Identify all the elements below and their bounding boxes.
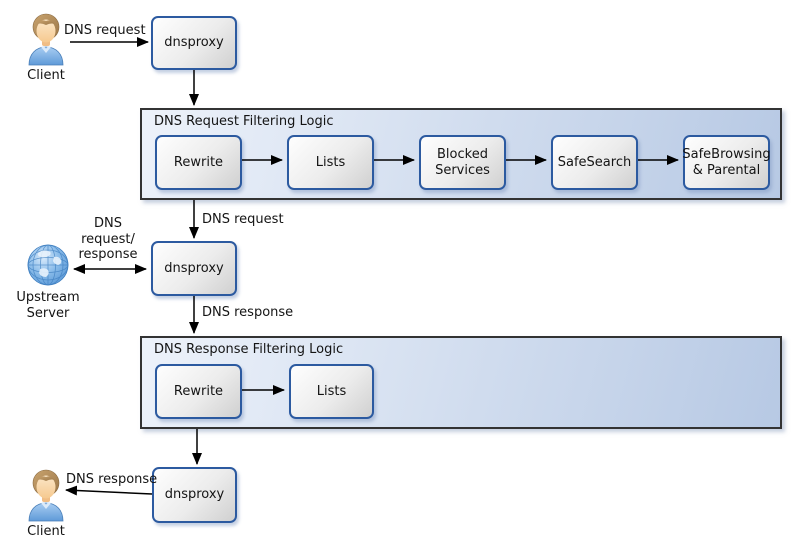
- dnsproxy-top-box: dnsproxy: [151, 16, 237, 70]
- upstream-server-node: Upstream Server: [8, 243, 88, 321]
- response-filter-title: DNS Response Filtering Logic: [154, 342, 344, 357]
- client-bottom-node: Client: [14, 468, 78, 540]
- filter-step-safebrowsing-parental: SafeBrowsing & Parental: [682, 135, 771, 190]
- filter-step-lists: Lists: [287, 135, 374, 190]
- edge-label-upstream-exchange: DNS request/ response: [78, 216, 138, 263]
- filter-step-blocked-services: Blocked Services: [419, 135, 506, 190]
- response-filter-container: DNS Response Filtering Logic Rewrite Lis…: [140, 336, 782, 429]
- upstream-server-label: Upstream Server: [16, 290, 80, 321]
- arrow-dnsproxy-to-client: [65, 485, 153, 496]
- dnsproxy-bottom-box: dnsproxy: [152, 467, 237, 523]
- client-top-label: Client: [27, 68, 65, 83]
- filter-step-rewrite: Rewrite: [155, 135, 242, 190]
- dnsproxy-mid-box: dnsproxy: [151, 241, 237, 296]
- request-filter-container: DNS Request Filtering Logic Rewrite List…: [140, 108, 782, 200]
- edge-label-client-request: DNS request: [64, 23, 146, 38]
- client-bottom-label: Client: [27, 524, 65, 539]
- edge-label-filtered-request: DNS request: [202, 212, 284, 227]
- response-step-lists: Lists: [289, 364, 374, 419]
- globe-icon: [27, 244, 69, 286]
- filter-step-safesearch: SafeSearch: [551, 135, 638, 190]
- client-top-node: Client: [14, 12, 78, 84]
- edge-label-proxy-response: DNS response: [202, 305, 294, 320]
- person-icon: [28, 469, 64, 522]
- request-filter-title: DNS Request Filtering Logic: [154, 114, 334, 129]
- edge-label-client-response: DNS response: [66, 472, 158, 487]
- response-step-rewrite: Rewrite: [155, 364, 242, 419]
- person-icon: [28, 13, 64, 66]
